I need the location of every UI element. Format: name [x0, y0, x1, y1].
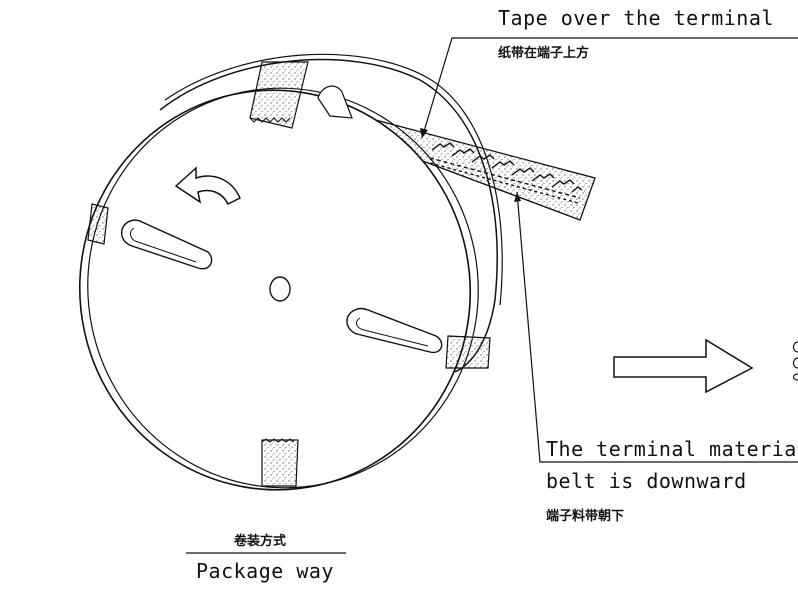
- direction-arrow-icon: [614, 340, 752, 392]
- terminal-label-cn: 端子料带朝下: [546, 505, 624, 524]
- package-label-en: Package way: [196, 559, 334, 583]
- adhesive-patch-bottom: [262, 439, 298, 486]
- tape-label-en: Tape over the terminal: [498, 6, 774, 30]
- terminal-label-en-1: The terminal material: [546, 437, 798, 461]
- tape-label-cn: 纸带在端子上方: [498, 42, 589, 61]
- package-label-cn: 卷装方式: [234, 530, 286, 549]
- hub-hole: [270, 277, 290, 301]
- tape-leader-line: [422, 38, 798, 138]
- terminal-leader-line: [517, 192, 798, 462]
- edge-fragment: [794, 342, 798, 380]
- adhesive-patch-left: [88, 204, 108, 244]
- adhesive-patch-right: [446, 336, 490, 368]
- terminal-label-en-2: belt is downward: [546, 469, 747, 493]
